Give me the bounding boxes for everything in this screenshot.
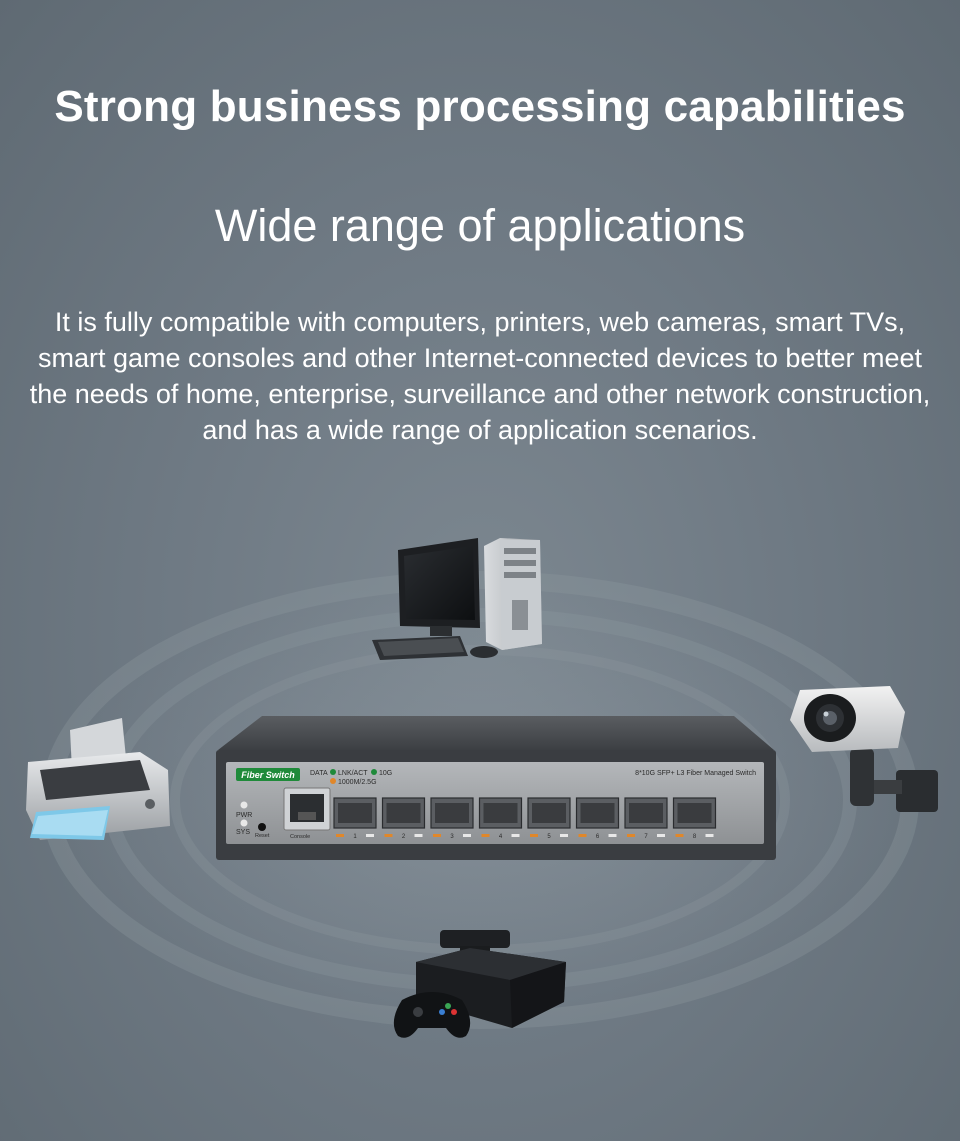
port-led-left [433, 834, 441, 837]
desktop-computer-icon [372, 538, 542, 660]
led-1000-indicator [330, 778, 336, 784]
port-number: 7 [644, 834, 648, 840]
model-label: 8*10G SFP+ L3 Fiber Managed Switch [635, 770, 756, 777]
sfp-port-slot [386, 803, 421, 823]
game-console-icon [393, 930, 566, 1038]
port-led-right [705, 834, 714, 837]
port-led-left [481, 834, 490, 837]
port-led-right [414, 834, 423, 837]
port-led-left [627, 834, 635, 837]
port-led-left [384, 834, 393, 837]
port-led-right [511, 834, 520, 837]
port-number: 1 [353, 834, 357, 840]
port-led-left [336, 834, 344, 837]
description-paragraph: It is fully compatible with computers, p… [29, 307, 931, 445]
port-led-right [560, 834, 568, 837]
reset-button[interactable] [258, 823, 266, 831]
brand-badge [236, 768, 300, 781]
sfp-port-group: 1 2 3 4 5 6 7 8 [333, 797, 717, 840]
reset-label: Reset [255, 833, 270, 839]
port-led-left [675, 834, 684, 837]
security-camera-icon [790, 686, 938, 812]
legend-1000: 1000M/2.5G [338, 779, 377, 786]
sys-led [240, 819, 248, 827]
fiber-switch: Fiber Switch DATA LNK/ACT 10G 1000M/2.5G… [216, 716, 776, 860]
led-10g-indicator [371, 769, 377, 775]
led-lnk-indicator [330, 769, 336, 775]
sfp-port-slot [629, 803, 663, 823]
port-led-right [608, 834, 617, 837]
sfp-port-slot [483, 803, 518, 823]
port-led-right [657, 834, 665, 837]
port-led-right [366, 834, 374, 837]
sys-label: SYS [236, 829, 250, 836]
port-led-left [578, 834, 587, 837]
sfp-port-slot [677, 803, 712, 823]
legend-data: DATA [310, 770, 328, 777]
port-number: 4 [499, 834, 503, 840]
headline: Strong business processing capabilities [54, 82, 906, 131]
port-number: 5 [547, 834, 551, 840]
port-number: 3 [450, 834, 454, 840]
legend-10g: 10G [379, 770, 392, 777]
sfp-port-slot [532, 803, 566, 823]
port-number: 8 [693, 834, 697, 840]
sfp-port-slot [435, 803, 469, 823]
pwr-led [240, 801, 248, 809]
legend-lnk: LNK/ACT [338, 770, 368, 777]
port-led-left [530, 834, 538, 837]
port-led-right [463, 834, 471, 837]
port-number: 6 [596, 834, 600, 840]
printer-icon [26, 718, 170, 840]
subheadline: Wide range of applications [214, 200, 746, 251]
brand-label: Fiber Switch [241, 770, 295, 780]
port-number: 2 [402, 834, 406, 840]
console-label: Console [290, 834, 310, 840]
sfp-port-slot [580, 803, 615, 823]
sfp-port-slot [338, 803, 372, 823]
pwr-label: PWR [236, 812, 252, 819]
